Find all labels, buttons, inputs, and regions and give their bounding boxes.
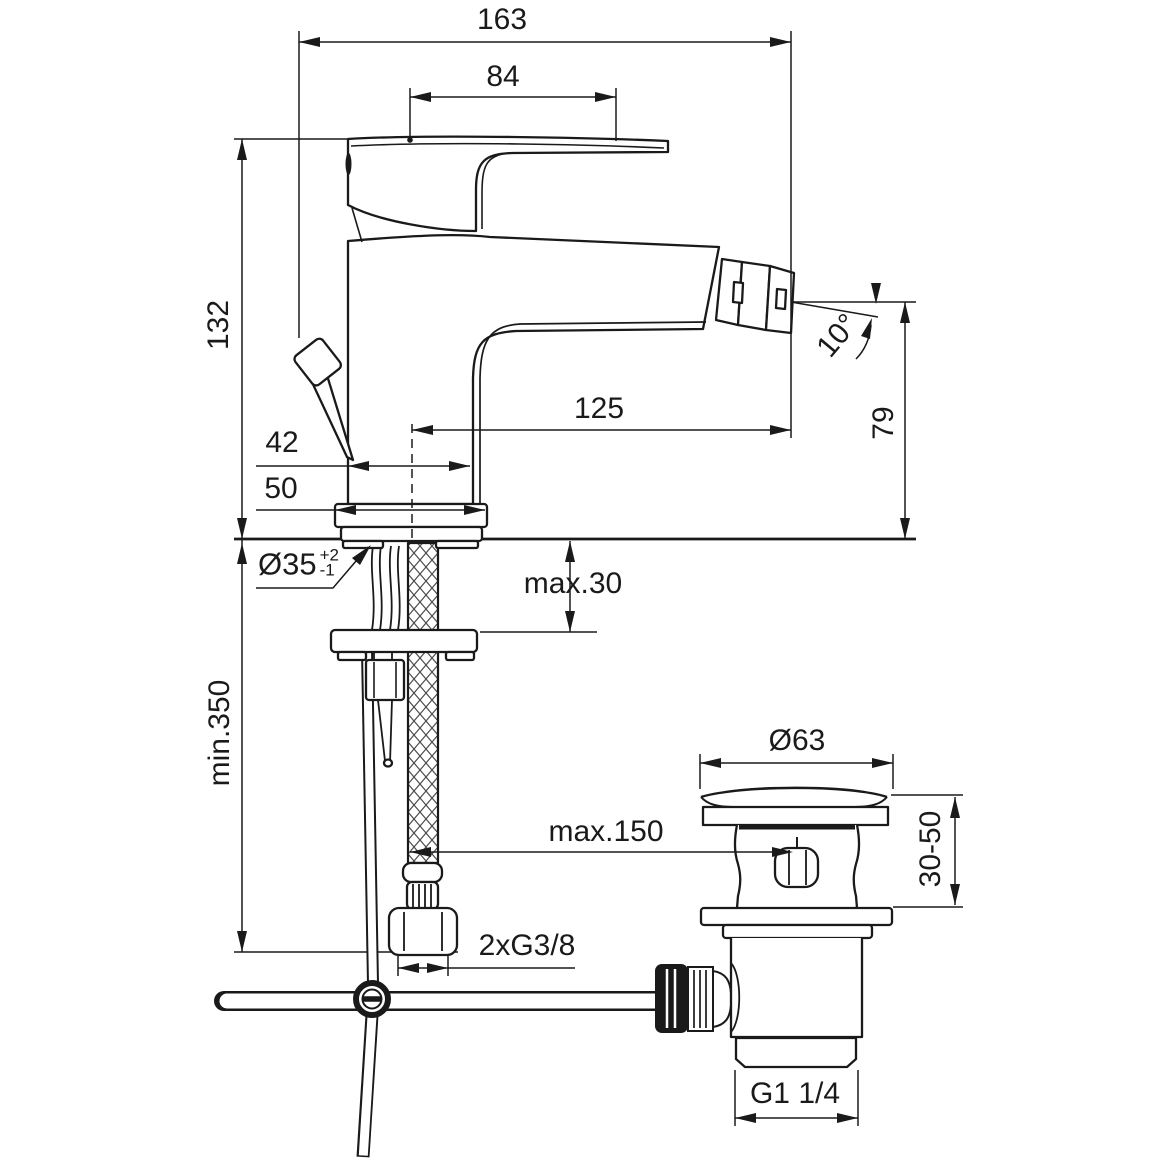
dim-label-base-width: 50 — [264, 472, 298, 505]
pull-rod-upper — [361, 644, 379, 990]
dimension-lines — [234, 31, 963, 1126]
mounting-bracket — [329, 628, 479, 768]
dim-label-overall-length: 163 — [476, 3, 528, 36]
hole-tolerance: +2 -1 — [319, 545, 339, 579]
dimension-arrows — [299, 37, 960, 1123]
rod-connector — [655, 964, 732, 1033]
handle-lever — [345, 135, 670, 243]
hole-diameter-value: Ø35 — [258, 546, 317, 582]
drain-assembly — [699, 786, 894, 1069]
faucet — [293, 135, 796, 990]
waste-tailpiece — [734, 1036, 858, 1069]
faucet-body — [346, 233, 721, 506]
waste-flange — [701, 805, 890, 827]
dim-label-height-above-deck: 132 — [202, 299, 235, 351]
dim-label-spout-outlet-height: 79 — [867, 406, 900, 440]
dim-label-waste-flange-diameter: Ø63 — [768, 724, 826, 757]
pop-up-linkage — [214, 980, 667, 1158]
hole-tolerance-minus: -1 — [319, 560, 335, 579]
dim-label-max-deck-thickness: max.30 — [523, 567, 623, 600]
dim-label-body-width: 42 — [265, 426, 299, 459]
dim-label-supply-connection: 2xG3/8 — [478, 929, 576, 962]
aerator — [714, 257, 796, 335]
pop-up-knob — [293, 337, 355, 462]
dim-label-max-rod-length: max.150 — [548, 815, 664, 848]
dim-label-spout-reach: 125 — [573, 392, 625, 425]
supply-pipes — [370, 545, 401, 631]
waste-plug-dome — [700, 786, 888, 799]
dim-label-clamping-range: 30-50 — [914, 810, 947, 888]
hose-nut — [387, 906, 459, 957]
dim-label-min-hose-length: min.350 — [203, 679, 236, 787]
flex-hose — [387, 541, 459, 957]
dim-label-handle-length: 84 — [486, 60, 520, 93]
hole-tolerance-plus: +2 — [319, 545, 339, 564]
dim-label-hole-diameter: Ø35 +2 -1 — [258, 545, 339, 582]
dimension-arrows-under — [237, 139, 247, 952]
dim-label-waste-connection: G1 1/4 — [749, 1077, 841, 1110]
